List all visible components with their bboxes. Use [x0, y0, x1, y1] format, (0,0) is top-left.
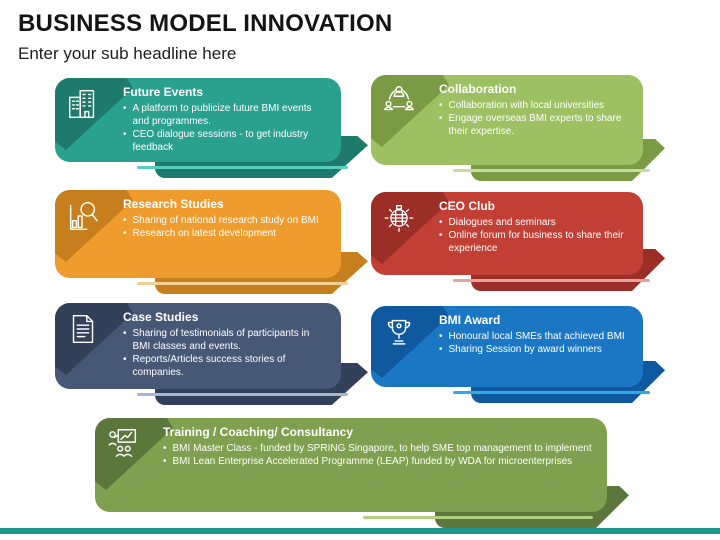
buildings-icon	[68, 89, 95, 119]
card-group-ceo-club: CEO Club •Dialogues and seminars •Online…	[371, 192, 665, 291]
bullet-list: •BMI Master Class - funded by SPRING Sin…	[163, 442, 595, 468]
bullet-list: •Honoural local SMEs that achieved BMI •…	[439, 330, 631, 356]
bullet-text: Sharing of testimonials of participants …	[132, 328, 310, 352]
page-subtitle: Enter your sub headline here	[18, 44, 237, 63]
card-content: Research Studies •Sharing of national re…	[123, 190, 341, 240]
accent-line	[453, 391, 650, 394]
sparkle-ball-icon	[384, 204, 414, 232]
bullet-text: BMI Lean Enterprise Accelerated Programm…	[172, 456, 573, 467]
card-title: Collaboration	[439, 82, 517, 96]
bullet-item: •Engage overseas BMI experts to share th…	[439, 112, 631, 138]
bullet-list: •Dialogues and seminars •Online forum fo…	[439, 216, 631, 255]
bullet-text: Sharing Session by award winners	[448, 344, 602, 355]
bullet-item: •BMI Lean Enterprise Accelerated Program…	[163, 456, 573, 467]
card-group-case-studies: Case Studies •Sharing of testimonials of…	[55, 303, 368, 405]
card-collaboration: Collaboration •Collaboration with local …	[371, 75, 643, 165]
card-case-studies: Case Studies •Sharing of testimonials of…	[55, 303, 341, 389]
bullet-item: •A platform to publicize future BMI even…	[123, 102, 329, 128]
bullet-item: •Collaboration with local universities	[439, 100, 605, 111]
bullet-list: •Sharing of testimonials of participants…	[123, 327, 329, 379]
bullet-text: A platform to publicize future BMI event…	[132, 103, 312, 127]
accent-line	[137, 282, 348, 285]
bullet-text: Engage overseas BMI experts to share the…	[448, 113, 622, 137]
card-title: CEO Club	[439, 199, 495, 213]
card-content: Collaboration •Collaboration with local …	[439, 75, 643, 138]
training-presentation-icon	[108, 429, 137, 458]
card-content: BMI Award •Honoural local SMEs that achi…	[439, 306, 643, 356]
bullet-item: •Honoural local SMEs that achieved BMI	[439, 331, 625, 342]
bullet-text: Honoural local SMEs that achieved BMI	[448, 331, 625, 342]
bullet-text: CEO dialogue sessions - to get industry …	[132, 129, 309, 153]
card-content: Training / Coaching/ Consultancy •BMI Ma…	[163, 418, 607, 468]
card-group-collaboration: Collaboration •Collaboration with local …	[371, 75, 665, 181]
bullet-item: •Dialogues and seminars	[439, 217, 556, 228]
card-title: BMI Award	[439, 313, 501, 327]
card-research-studies: Research Studies •Sharing of national re…	[55, 190, 341, 278]
card-group-research-studies: Research Studies •Sharing of national re…	[55, 190, 368, 294]
bullet-text: Research on latest development	[132, 228, 276, 239]
bullet-text: Reports/Articles success stories of comp…	[132, 354, 286, 378]
accent-line	[453, 169, 650, 172]
bullet-text: Online forum for business to share their…	[448, 230, 624, 254]
bullet-item: •BMI Master Class - funded by SPRING Sin…	[163, 443, 592, 454]
card-ceo-club: CEO Club •Dialogues and seminars •Online…	[371, 192, 643, 275]
bullet-item: •Reports/Articles success stories of com…	[123, 353, 329, 379]
accent-line	[137, 393, 348, 396]
bullet-list: •A platform to publicize future BMI even…	[123, 102, 329, 154]
card-content: Future Events •A platform to publicize f…	[123, 78, 341, 154]
accent-line	[137, 166, 348, 169]
card-group-future-events: Future Events •A platform to publicize f…	[55, 78, 368, 178]
accent-line	[363, 516, 593, 519]
bullet-text: Sharing of national research study on BM…	[132, 215, 319, 226]
chart-magnifier-icon	[69, 201, 98, 231]
card-content: Case Studies •Sharing of testimonials of…	[123, 303, 341, 379]
bullet-item: •Sharing of national research study on B…	[123, 215, 319, 226]
card-training: Training / Coaching/ Consultancy •BMI Ma…	[95, 418, 607, 512]
people-network-icon	[384, 86, 414, 111]
bullet-item: •Sharing of testimonials of participants…	[123, 327, 329, 353]
card-group-training: Training / Coaching/ Consultancy •BMI Ma…	[95, 418, 629, 528]
bullet-item: •Sharing Session by award winners	[439, 344, 602, 355]
card-title: Case Studies	[123, 310, 199, 324]
bullet-text: BMI Master Class - funded by SPRING Sing…	[172, 443, 592, 454]
bullet-list: •Sharing of national research study on B…	[123, 214, 329, 240]
bullet-list: •Collaboration with local universities •…	[439, 99, 631, 138]
card-content: CEO Club •Dialogues and seminars •Online…	[439, 192, 643, 255]
bullet-item: •CEO dialogue sessions - to get industry…	[123, 128, 329, 154]
card-group-bmi-award: BMI Award •Honoural local SMEs that achi…	[371, 306, 665, 403]
accent-line	[453, 279, 650, 282]
page-title: BUSINESS MODEL INNOVATION	[18, 10, 393, 37]
bullet-item: •Research on latest development	[123, 228, 276, 239]
trophy-icon	[387, 319, 411, 345]
report-document-icon	[72, 314, 94, 344]
footer-accent-bar	[0, 528, 720, 534]
bullet-item: •Online forum for business to share thei…	[439, 229, 631, 255]
bullet-text: Collaboration with local universities	[448, 100, 605, 111]
bullet-text: Dialogues and seminars	[448, 217, 556, 228]
card-title: Future Events	[123, 85, 204, 99]
card-bmi-award: BMI Award •Honoural local SMEs that achi…	[371, 306, 643, 387]
card-future-events: Future Events •A platform to publicize f…	[55, 78, 341, 162]
card-title: Training / Coaching/ Consultancy	[163, 425, 354, 439]
card-title: Research Studies	[123, 197, 224, 211]
